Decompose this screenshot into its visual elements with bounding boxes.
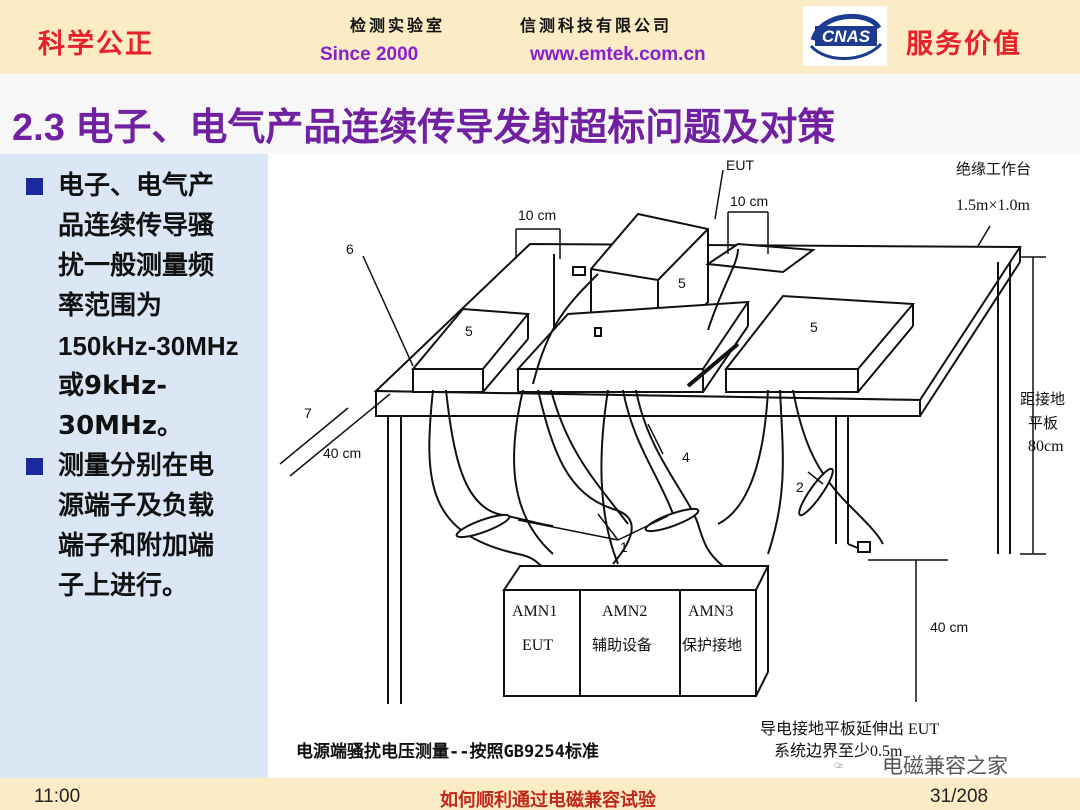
num-label-6: 6 — [346, 241, 354, 257]
amn3-label: AMN3 — [688, 603, 733, 620]
header-band — [0, 0, 1080, 74]
footer-time: 11:00 — [34, 786, 81, 807]
since-text: Since 2000 — [320, 44, 419, 65]
setup-drawing: EUT 10 cm 10 cm 40 cm 40 cm 绝缘工作台 1.5m×1… — [279, 157, 1065, 762]
bullet-item-1: 电子、电气产 品连续传导骚 扰一般测量频 率范围为 150kHz-30MHz 或… — [26, 166, 262, 446]
company-name: 信测科技有限公司 — [520, 16, 673, 35]
amn3-box — [679, 589, 757, 697]
eut-label: EUT — [726, 157, 754, 173]
table-label: 绝缘工作台 — [956, 160, 1031, 178]
slide-title: 2.3 电子、电气产品连续传导发射超标问题及对策 — [12, 107, 836, 149]
bullet-line: 品连续传导骚 — [58, 211, 215, 241]
cnas-logo: CNAS — [803, 6, 887, 66]
bullet-square-icon — [26, 458, 43, 475]
page-number: 31/208 — [930, 786, 989, 807]
diagram-caption: 电源端骚扰电压测量--按照GB9254标准 — [296, 741, 599, 762]
watermark-text: 电磁兼容之家 — [882, 754, 1008, 778]
bullet-line: 或9kHz-30MHz。 — [58, 371, 183, 441]
bullet-line: 电子、电气产 — [58, 171, 215, 201]
bullet-line: 端子和附加端 — [58, 531, 215, 561]
bullet-item-2: 测量分别在电 源端子及负载 端子和附加端 子上进行。 — [26, 446, 262, 606]
amn1-label: AMN1 — [512, 603, 557, 620]
bullet-line: 率范围为 — [58, 291, 163, 321]
num-label-1: 1 — [620, 539, 628, 555]
title-bar — [0, 74, 1080, 154]
num-label-5-left: 5 — [465, 323, 473, 339]
lab-name: 检测实验室 — [350, 16, 446, 35]
dist-label-a: 10 cm — [518, 207, 556, 223]
ground-plane-note-2: 系统边界至少0.5m — [774, 742, 903, 760]
table-size-label: 1.5m×1.0m — [956, 197, 1030, 214]
num-label-5-center: 5 — [678, 275, 686, 291]
dist-label-c: 40 cm — [323, 445, 361, 461]
bullet-list: 电子、电气产 品连续传导骚 扰一般测量频 率范围为 150kHz-30MHz 或… — [26, 166, 262, 606]
num-label-5-right: 5 — [810, 319, 818, 335]
watermark-wechat-icon — [834, 762, 843, 769]
amn2-sub-label: 辅助设备 — [592, 636, 652, 654]
dist-label-d: 40 cm — [930, 619, 968, 635]
ground-dist-label-2: 平板 — [1028, 414, 1058, 432]
footer-title: 如何顺利通过电磁兼容试验 — [440, 790, 656, 810]
bullet-square-icon — [26, 178, 43, 195]
ground-dist-label-1: 距接地 — [1020, 390, 1065, 408]
right-slogan: 服务价值 — [906, 29, 1022, 60]
logo-text: CNAS — [822, 27, 871, 46]
footer-band — [0, 778, 1080, 810]
bullet-panel — [0, 154, 268, 778]
num-label-7: 7 — [304, 405, 312, 421]
dist-label-b: 10 cm — [730, 193, 768, 209]
bullet-line: 测量分别在电 — [58, 451, 215, 481]
bullet-line: 150kHz-30MHz — [58, 331, 239, 361]
ground-plane-note-1: 导电接地平板延伸出 EUT — [760, 720, 939, 738]
bullet-line: 源端子及负载 — [58, 491, 215, 521]
test-setup-diagram: EUT 10 cm 10 cm 40 cm 40 cm 绝缘工作台 1.5m×1… — [268, 154, 1080, 778]
num-label-2: 2 — [796, 479, 804, 495]
amn2-label: AMN2 — [602, 603, 647, 620]
bullet-line: 子上进行。 — [58, 571, 189, 601]
amn1-box — [503, 589, 581, 697]
amn1-sub-label: EUT — [522, 637, 553, 654]
num-label-4: 4 — [682, 449, 690, 465]
ground-dist-label-3: 80cm — [1028, 438, 1064, 455]
left-slogan: 科学公正 — [38, 29, 154, 60]
bullet-line: 扰一般测量频 — [58, 251, 215, 281]
website-link[interactable]: www.emtek.com.cn — [530, 44, 706, 65]
amn3-sub-label: 保护接地 — [682, 636, 742, 654]
amn2-box — [579, 589, 681, 697]
